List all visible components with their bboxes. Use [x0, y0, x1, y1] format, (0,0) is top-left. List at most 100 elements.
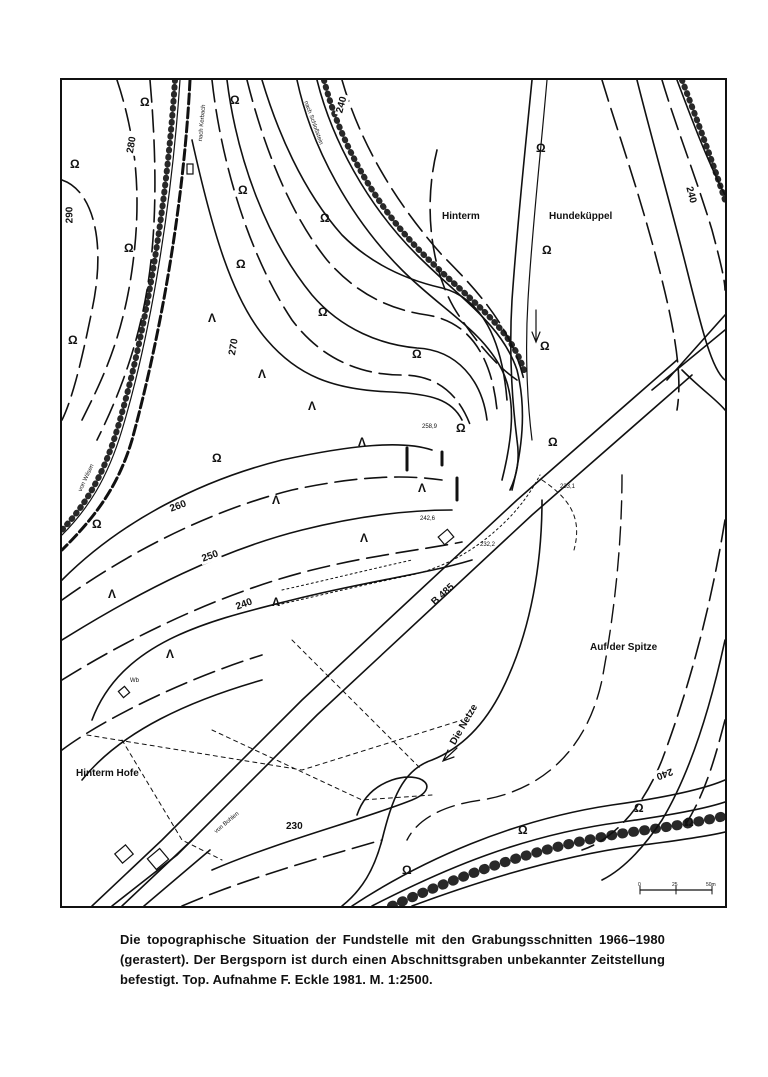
- path-label-wb: Wb: [130, 678, 139, 684]
- spot-height-242-6: 242,6: [420, 516, 436, 522]
- coniferous-tree-symbol: Λ: [360, 531, 369, 545]
- contour-hk-3: [636, 80, 725, 381]
- spot-height-232-2: 232,2: [480, 542, 496, 548]
- contour-270-a: [191, 139, 463, 421]
- field-boundary-2: [86, 719, 463, 771]
- map-linework: [62, 80, 725, 906]
- deciduous-tree-symbol: Ω: [548, 435, 558, 449]
- deciduous-tree-symbol: Ω: [92, 517, 102, 531]
- contour-hk-4: [661, 80, 725, 291]
- coniferous-tree-symbol: Λ: [418, 481, 427, 495]
- road-top-right: [316, 80, 524, 491]
- spot-height-258-9: 258,9: [422, 424, 438, 430]
- road-bottom-2: [371, 801, 725, 906]
- deciduous-tree-symbol: Ω: [230, 93, 240, 107]
- contour-250: [62, 509, 453, 641]
- topographic-map: 290 280 270 260 250 240 240 240 230 240 …: [60, 78, 727, 908]
- flow-arrow-upper: [531, 309, 541, 344]
- contour-245: [62, 541, 463, 681]
- place-label-hinterm: Hinterm: [442, 211, 480, 222]
- scale-label-zero: 0: [638, 882, 641, 888]
- field-boundary-5: [541, 479, 578, 551]
- contour-255: [62, 476, 443, 601]
- contour-240-top: [341, 80, 525, 381]
- place-label-hundekueppel: Hundeküppel: [549, 211, 613, 222]
- road-hatch-top: [321, 80, 527, 373]
- deciduous-tree-symbol: Ω: [684, 815, 694, 829]
- road-right-2: [651, 329, 725, 391]
- contour-230: [211, 776, 428, 871]
- deciduous-tree-symbol: Ω: [634, 801, 644, 815]
- road-top-left: [296, 80, 513, 481]
- road-lower-left-1: [121, 839, 193, 906]
- figure-caption: Die topographische Situation der Fundste…: [120, 932, 665, 987]
- field-boundary-3: [121, 739, 223, 861]
- stream-upper: [509, 80, 533, 491]
- place-label-hinterm-hofe: Hinterm Hofe: [76, 768, 139, 779]
- building-3: [437, 528, 455, 546]
- deciduous-tree-symbol: Ω: [236, 257, 246, 271]
- contour-280b: [96, 80, 156, 441]
- road-bottom-3: [411, 831, 725, 906]
- deciduous-tree-symbol: Ω: [124, 241, 134, 255]
- contour-272: [226, 80, 488, 421]
- spot-height-233-1: 233,1: [560, 484, 576, 490]
- contour-240-left: [91, 559, 473, 721]
- scale-label-mid: 25: [672, 882, 678, 888]
- stream-netze: [341, 499, 543, 906]
- scale-label-end: 50m: [706, 882, 716, 888]
- contour-270-b: [211, 80, 473, 431]
- slope-hatch-left: [62, 80, 178, 535]
- contour-label-230: 230: [284, 821, 305, 832]
- contour-280: [81, 80, 138, 421]
- coniferous-tree-symbol: Λ: [208, 311, 217, 325]
- stream-upper-2: [525, 80, 548, 441]
- contour-276: [261, 80, 508, 401]
- road-lower-left-2: [143, 849, 211, 906]
- building-4: [117, 685, 131, 699]
- road-b485-lower: [111, 374, 693, 906]
- deciduous-tree-symbol: Ω: [320, 211, 330, 225]
- contour-spitze-1: [406, 474, 623, 841]
- contour-hk-2: [601, 80, 680, 411]
- road-bottom-1: [351, 779, 725, 906]
- place-label-auf-der-spitze: Auf der Spitze: [590, 642, 658, 653]
- coniferous-tree-symbol: Λ: [272, 493, 281, 507]
- contour-hk-6: [676, 80, 725, 196]
- building-2: [146, 847, 170, 871]
- road-b485-upper: [91, 359, 678, 906]
- road-right-3: [666, 314, 725, 381]
- contour-spitze-2: [581, 519, 725, 851]
- coniferous-tree-symbol: Λ: [308, 399, 317, 413]
- deciduous-tree-symbol: Ω: [536, 141, 546, 155]
- contour-230-b: [181, 839, 383, 906]
- field-boundary-1: [291, 639, 423, 771]
- deciduous-tree-symbol: Ω: [140, 95, 150, 109]
- flow-arrow-netze: [441, 747, 458, 763]
- deciduous-tree-symbol: Ω: [542, 243, 552, 257]
- slope-line-left: [62, 80, 181, 536]
- contour-260: [62, 444, 433, 581]
- contour-label-290: 290: [64, 204, 76, 226]
- deciduous-tree-symbol: Ω: [412, 347, 422, 361]
- coniferous-tree-symbol: Λ: [166, 647, 175, 661]
- deciduous-tree-symbol: Ω: [238, 183, 248, 197]
- excavation-edge: [276, 474, 541, 606]
- road-bottom-hatch: [387, 811, 725, 906]
- road-right-1: [681, 369, 725, 411]
- railway-line: [62, 80, 192, 552]
- excavation-edge-2: [281, 559, 413, 591]
- deciduous-tree-symbol: Ω: [402, 863, 412, 877]
- coniferous-tree-symbol: Λ: [272, 595, 281, 609]
- building-1: [113, 844, 135, 864]
- contour-lower-1: [62, 654, 263, 751]
- deciduous-tree-symbol: Ω: [540, 339, 550, 353]
- deciduous-tree-symbol: Ω: [456, 421, 466, 435]
- deciduous-tree-symbol: Ω: [318, 305, 328, 319]
- deciduous-tree-symbol: Ω: [518, 823, 528, 837]
- contour-274: [246, 80, 498, 411]
- field-boundary-4: [211, 729, 433, 801]
- coniferous-tree-symbol: Λ: [108, 587, 117, 601]
- deciduous-tree-symbol: Ω: [68, 333, 78, 347]
- coniferous-tree-symbol: Λ: [358, 435, 367, 449]
